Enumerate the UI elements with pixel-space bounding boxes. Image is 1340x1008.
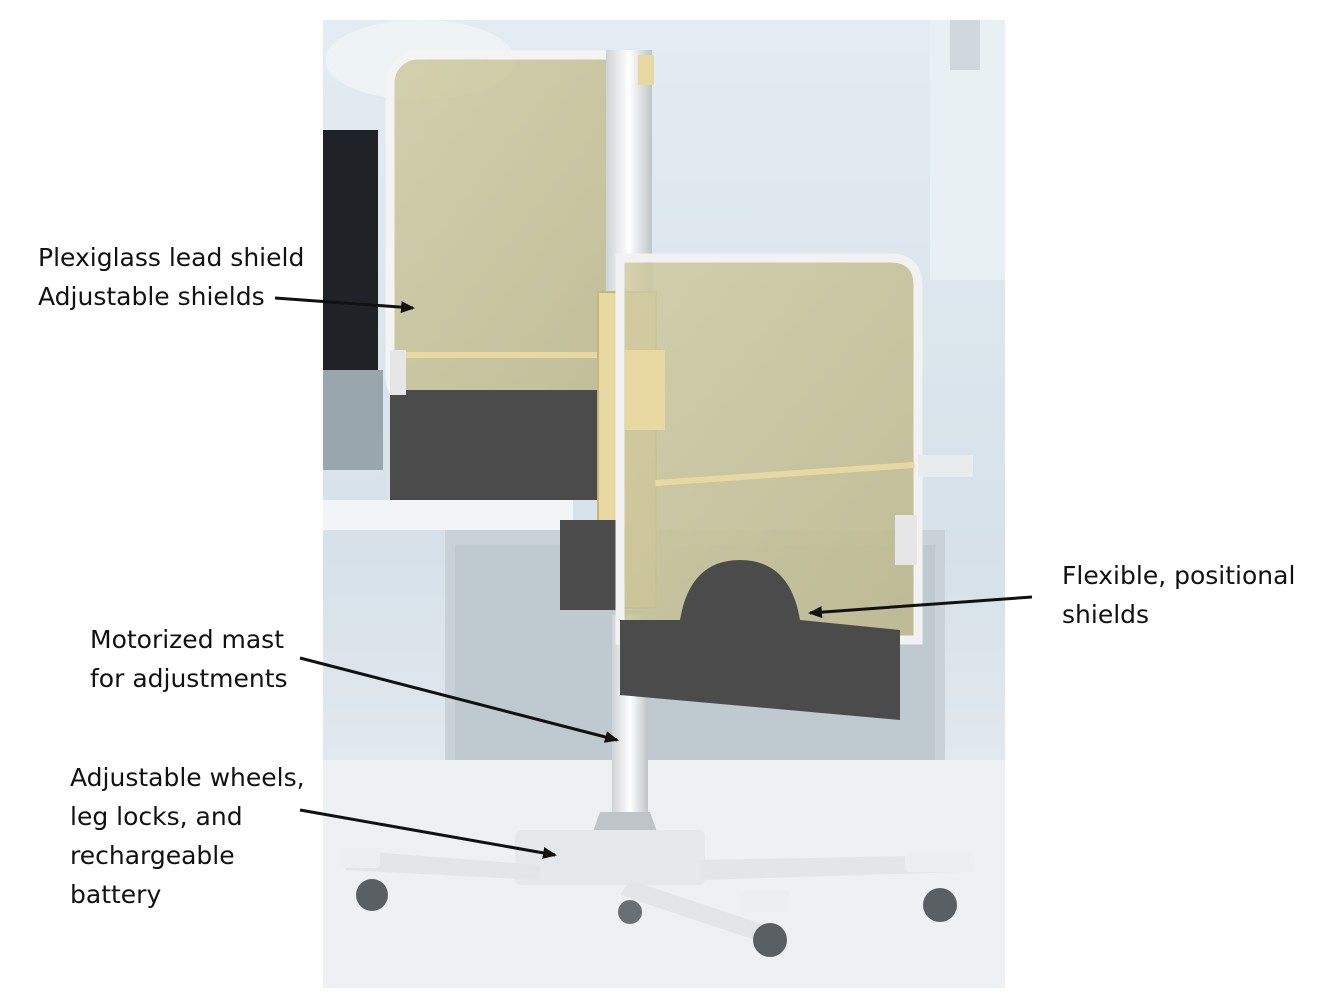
label-line: leg locks, and (70, 802, 243, 831)
label-flexible-positional-shields: Flexible, positional shields (1062, 556, 1295, 634)
arrow-mast (299, 656, 619, 743)
wheeled-base (340, 812, 975, 957)
rear-plexiglass-shield (385, 50, 635, 500)
label-line: for adjustments (90, 664, 288, 693)
front-flexible-shield (615, 253, 973, 720)
wheel (753, 923, 787, 957)
wheel (618, 900, 642, 924)
wheel (923, 888, 957, 922)
label-motorized-mast: Motorized mast for adjustments (90, 620, 288, 698)
label-plexiglass-lead-shield: Plexiglass lead shield Adjustable shield… (38, 238, 304, 316)
callout-arrows (274, 296, 1033, 859)
arrow-flexible (808, 595, 1033, 619)
label-line: Motorized mast (90, 625, 285, 654)
label-adjustable-wheels: Adjustable wheels, leg locks, and rechar… (70, 758, 305, 914)
label-line: rechargeable (70, 841, 235, 870)
wheel (356, 879, 388, 911)
arrow-wheels (299, 808, 557, 859)
label-line: Plexiglass lead shield (38, 243, 305, 272)
label-line: shields (1062, 600, 1150, 629)
label-line: Adjustable shields (38, 282, 265, 311)
label-line: Flexible, positional (1062, 561, 1296, 590)
arrow-plexiglass (274, 296, 415, 314)
label-line: battery (70, 880, 162, 909)
label-line: Adjustable wheels, (70, 763, 305, 792)
